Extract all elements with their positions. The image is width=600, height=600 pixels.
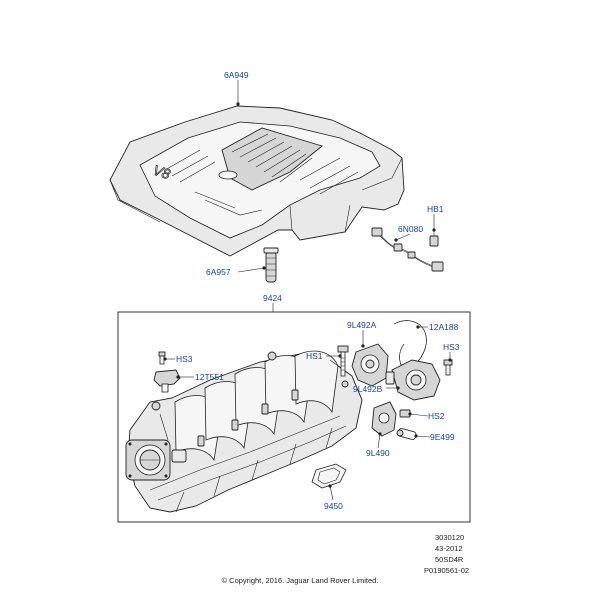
wiring-harness — [371, 227, 444, 272]
callout-9e499: 9E499 — [430, 432, 455, 442]
sensor-9e499 — [396, 428, 417, 440]
callout-9450: 9450 — [324, 501, 343, 511]
meta-line-2: 43-2012 — [435, 544, 463, 553]
hs1-bolt — [337, 345, 349, 377]
callout-6a949: 6A949 — [224, 70, 249, 80]
callout-9l492a: 9L492A — [347, 320, 377, 330]
valve-9l492b — [385, 359, 441, 401]
callout-hs2: HS2 — [428, 411, 445, 421]
actuator-9l490 — [371, 401, 397, 437]
hb1-clip — [429, 230, 439, 247]
callout-12a188: 12A188 — [429, 322, 459, 332]
gasket-9450 — [311, 463, 347, 489]
callout-6n080: 6N080 — [398, 224, 423, 234]
cover-fastener — [263, 247, 279, 283]
v8-badge: V8 — [151, 162, 172, 183]
leader-lines — [163, 80, 452, 501]
meta-line-4: P0190561-02 — [424, 566, 469, 575]
callout-9l490: 9L490 — [366, 448, 390, 458]
cover-emblem — [218, 170, 238, 180]
meta-line-1: 3030120 — [435, 533, 464, 542]
callout-hs3-right: HS3 — [443, 342, 460, 352]
callout-12t551: 12T551 — [195, 372, 224, 382]
callout-6a957: 6A957 — [206, 267, 231, 277]
copyright-text: © Copyright, 2016. Jaguar Land Rover Lim… — [222, 576, 379, 585]
valve-9l492a — [351, 343, 389, 387]
callout-hs1: HS1 — [306, 351, 323, 361]
callout-9424: 9424 — [263, 293, 282, 303]
hs3-bolt-right — [443, 359, 453, 376]
sensor-12t551 — [153, 369, 181, 393]
callout-hb1: HB1 — [427, 204, 444, 214]
callout-9l492b: 9L492B — [353, 384, 383, 394]
engine-cover: V8 — [109, 105, 405, 257]
callout-hs3-left: HS3 — [176, 354, 193, 364]
intake-manifold — [127, 350, 363, 513]
hose-12a188 — [393, 320, 427, 371]
throttle-body — [125, 439, 187, 481]
assembly-frame — [117, 311, 471, 523]
meta-line-3: 50SD4R — [435, 555, 464, 564]
